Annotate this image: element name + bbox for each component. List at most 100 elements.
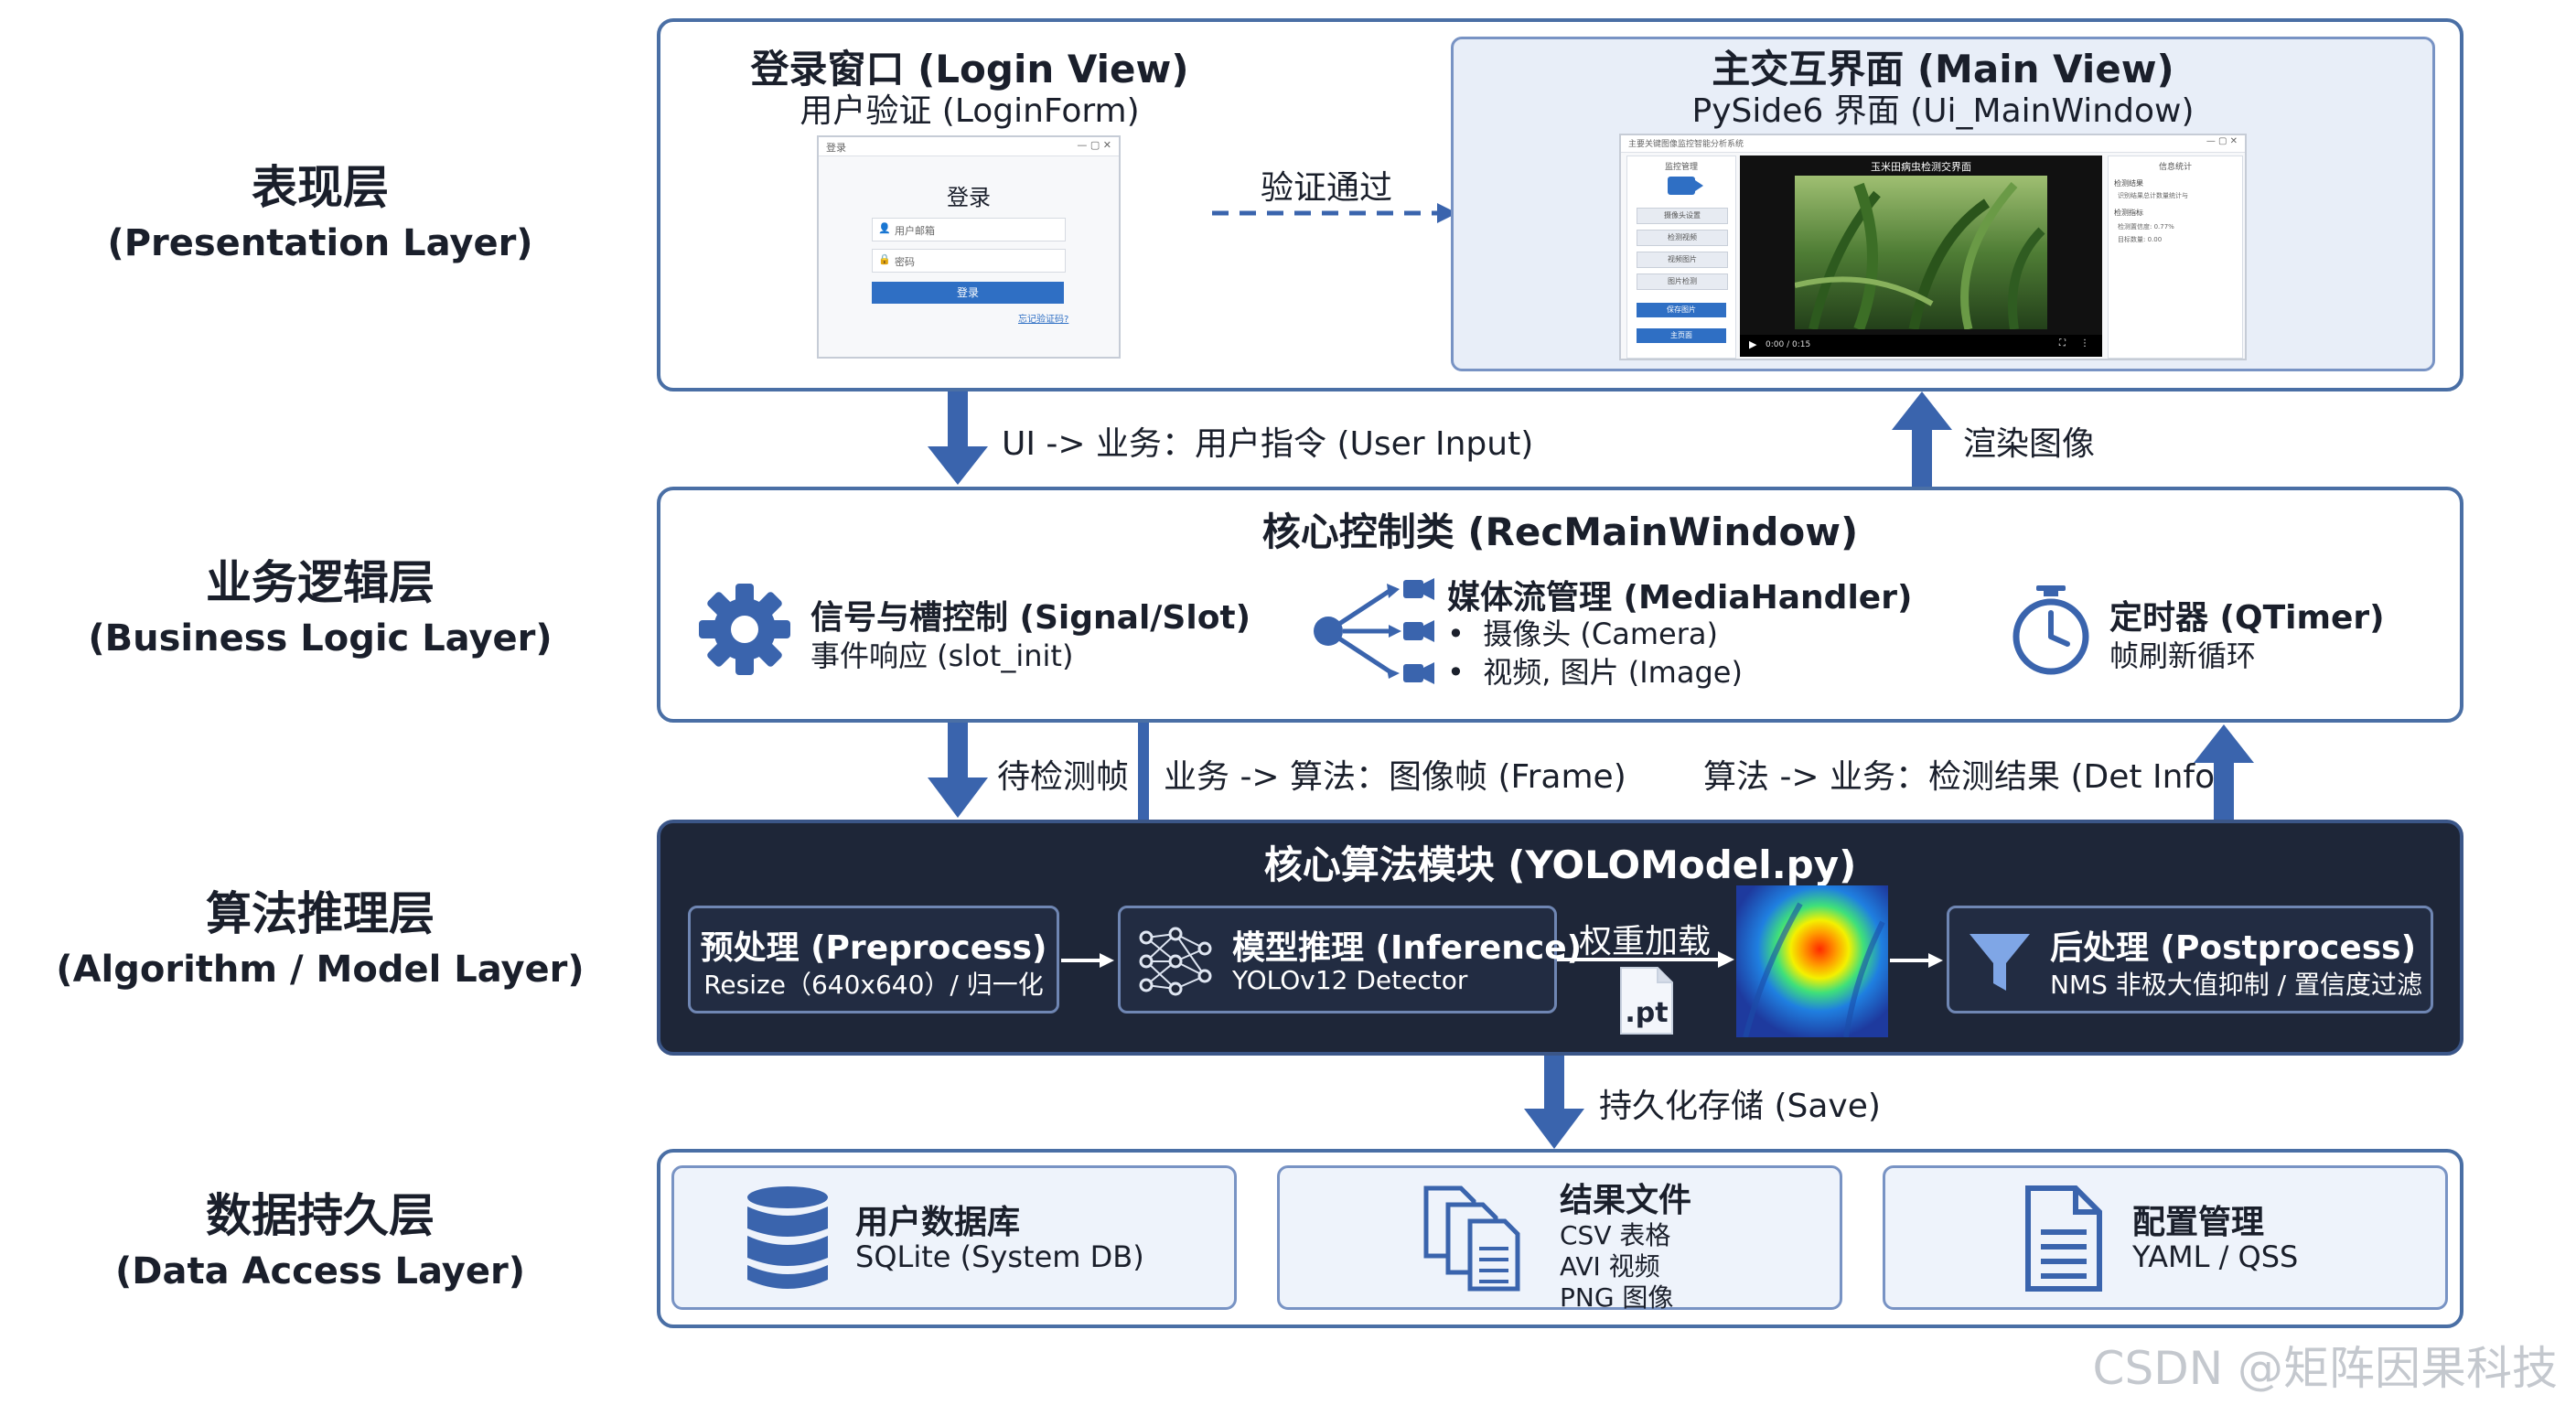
main-view-subtitle: PySide6 界面 (Ui_MainWindow): [1691, 92, 2195, 130]
biz-to-algo-line: [1138, 723, 1149, 820]
inference-title: 模型推理 (Inference): [1232, 929, 1583, 967]
signal-sub: 事件响应 (slot_init): [810, 638, 1074, 673]
document-icon: [2025, 1185, 2102, 1292]
postprocess-card: 后处理 (Postprocess) NMS 非极大值抑制 / 置信度过滤: [1947, 906, 2433, 1014]
arrow-infer-to-heatmap: [1557, 951, 1734, 968]
render-arrow: [1892, 391, 1952, 487]
username-input[interactable]: 👤 用户邮箱: [872, 218, 1066, 241]
business-title: 核心控制类 (RecMainWindow): [1261, 509, 1859, 554]
more-icon[interactable]: ⋮: [2080, 338, 2089, 349]
verify-arrow: [1212, 203, 1457, 223]
user-icon: 👤: [878, 222, 891, 234]
ui-to-biz-arrow: [928, 391, 988, 485]
config-title: 配置管理: [2132, 1204, 2265, 1241]
left-btn-2[interactable]: 视频图片: [1637, 252, 1728, 268]
gear-icon: [699, 584, 790, 675]
biz-to-algo-label: 业务 -> 算法：图像帧 (Frame): [1164, 758, 1626, 796]
login-button[interactable]: 登录: [872, 282, 1064, 304]
algo-to-biz-label: 算法 -> 业务：检测结果 (Det Info): [1703, 758, 2228, 796]
userdb-card: 用户数据库 SQLite (System DB): [671, 1165, 1237, 1310]
pending-frame-label: 待检测帧: [997, 758, 1130, 796]
postprocess-sub: NMS 非极大值抑制 / 置信度过滤: [2050, 970, 2423, 1000]
pt-file-icon: [1620, 967, 1673, 1035]
results-item-avi: AVI 视频: [1560, 1251, 1660, 1282]
config-card: 配置管理 YAML / QSS: [1883, 1165, 2448, 1310]
watermark: CSDN @矩阵因果科技: [2092, 1342, 2558, 1395]
save-label: 持久化存储 (Save): [1599, 1088, 1881, 1125]
ui-to-biz-label: UI -> 业务：用户指令 (User Input): [1002, 425, 1534, 463]
login-heading: 登录: [947, 185, 991, 210]
neural-network-icon: [1139, 927, 1212, 996]
left-btn-4[interactable]: 保存图片: [1637, 303, 1726, 317]
business-band: [657, 487, 2463, 723]
layer-label-algorithm: 算法推理层 (Algorithm / Model Layer): [56, 887, 585, 991]
fullscreen-icon[interactable]: ⛶: [2059, 338, 2066, 349]
userdb-sub: SQLite (System DB): [855, 1239, 1144, 1274]
password-input[interactable]: 🔒 密码: [872, 249, 1066, 273]
inference-sub: YOLOv12 Detector: [1232, 965, 1468, 995]
media-stream-icon: [1314, 578, 1434, 684]
main-window-titlebar: 主要关键图像监控智能分析系统 — ▢ ✕: [1621, 135, 2245, 153]
main-view-title: 主交互界面 (Main View): [1712, 47, 2174, 91]
database-icon: [747, 1186, 828, 1289]
login-view-title: 登录窗口 (Login View): [750, 47, 1189, 91]
window-controls-icon[interactable]: — ▢ ✕: [1077, 139, 1111, 151]
main-window-title: 主要关键图像监控智能分析系统: [1628, 140, 1744, 149]
layer-label-data: 数据持久层 (Data Access Layer): [114, 1189, 526, 1292]
algo-to-biz-arrow: [2194, 724, 2254, 820]
pt-file-label: .pt: [1625, 997, 1669, 1029]
postprocess-title: 后处理 (Postprocess): [2050, 929, 2417, 967]
preprocess-sub: Resize（640x640）/ 归一化: [703, 970, 1044, 1000]
signal-title: 信号与槽控制 (Signal/Slot): [810, 599, 1251, 637]
heatmap-image: [1736, 885, 1888, 1037]
config-sub: YAML / QSS: [2132, 1239, 2299, 1274]
preprocess-card: 预处理 (Preprocess) Resize（640x640）/ 归一化: [688, 906, 1059, 1014]
arrow-pre-to-infer: [1061, 953, 1114, 968]
weights-label: 权重加载: [1579, 923, 1712, 960]
preprocess-title: 预处理 (Preprocess): [700, 929, 1047, 967]
lock-icon: 🔒: [878, 253, 891, 265]
login-view-subtitle: 用户验证 (LoginForm): [800, 92, 1140, 130]
verify-label: 验证通过: [1261, 169, 1393, 207]
algorithm-title: 核心算法模块 (YOLOModel.py): [1263, 842, 1857, 887]
media-item-camera: • 摄像头 (Camera): [1447, 617, 1718, 651]
video-player[interactable]: 玉米田病虫检测交界面 ▶ 0:00 / 0:15 ⛶ ⋮: [1740, 156, 2102, 357]
userdb-title: 用户数据库: [855, 1204, 1021, 1241]
pending-frame-arrow: [928, 723, 988, 818]
filter-icon: [1970, 934, 2030, 991]
timer-icon: [2012, 585, 2089, 675]
corn-field-image: [1795, 176, 2047, 329]
results-item-png: PNG 图像: [1560, 1282, 1674, 1313]
video-title: 玉米田病虫检测交界面: [1871, 161, 1971, 173]
render-label: 渲染图像: [1963, 425, 2096, 463]
timer-title: 定时器 (QTimer): [2109, 599, 2385, 637]
login-window-mock: 登录 — ▢ ✕ 登录 👤 用户邮箱 🔒 密码 登录 忘记验证码?: [817, 135, 1121, 359]
main-left-panel: 监控管理 摄像头设置 检测视频 视频图片 图片检测 保存图片 主页面: [1626, 156, 1736, 359]
save-arrow: [1524, 1056, 1584, 1149]
left-btn-1[interactable]: 检测视频: [1637, 230, 1728, 246]
video-controls: ▶ 0:00 / 0:15 ⛶ ⋮: [1740, 335, 2102, 357]
results-item-csv: CSV 表格: [1560, 1220, 1671, 1250]
main-window-mock: 主要关键图像监控智能分析系统 — ▢ ✕ 监控管理 摄像头设置 检测视频 视频图…: [1619, 134, 2247, 360]
layer-label-presentation: 表现层 (Presentation Layer): [107, 161, 533, 264]
results-card: 结果文件 CSV 表格 AVI 视频 PNG 图像: [1277, 1165, 1842, 1313]
main-right-panel: 信息统计 检测结果 识别结果总计数量统计与 检测指标 检测置信度: 0.77% …: [2108, 156, 2243, 359]
video-time: 0:00 / 0:15: [1766, 340, 1811, 349]
login-window-titlebar: 登录 — ▢ ✕: [819, 137, 1119, 156]
media-title: 媒体流管理 (MediaHandler): [1447, 579, 1913, 617]
arrow-heatmap-to-post: [1890, 953, 1943, 968]
main-window-controls-icon[interactable]: — ▢ ✕: [2206, 136, 2238, 146]
left-btn-5[interactable]: 主页面: [1637, 328, 1726, 343]
inference-card: 模型推理 (Inference) YOLOv12 Detector: [1118, 906, 1582, 1014]
play-icon[interactable]: ▶: [1749, 338, 1757, 350]
timer-sub: 帧刷新循环: [2109, 638, 2257, 673]
left-btn-0[interactable]: 摄像头设置: [1637, 208, 1728, 224]
camera-icon: [1668, 177, 1695, 195]
left-btn-3[interactable]: 图片检测: [1637, 273, 1728, 290]
login-window-title: 登录: [826, 142, 846, 154]
forgot-link[interactable]: 忘记验证码?: [1018, 315, 1069, 325]
documents-icon: [1423, 1185, 1520, 1292]
results-title: 结果文件: [1560, 1182, 1692, 1219]
layer-label-business: 业务逻辑层 (Business Logic Layer): [88, 556, 553, 660]
media-item-image: • 视频, 图片 (Image): [1447, 655, 1743, 690]
